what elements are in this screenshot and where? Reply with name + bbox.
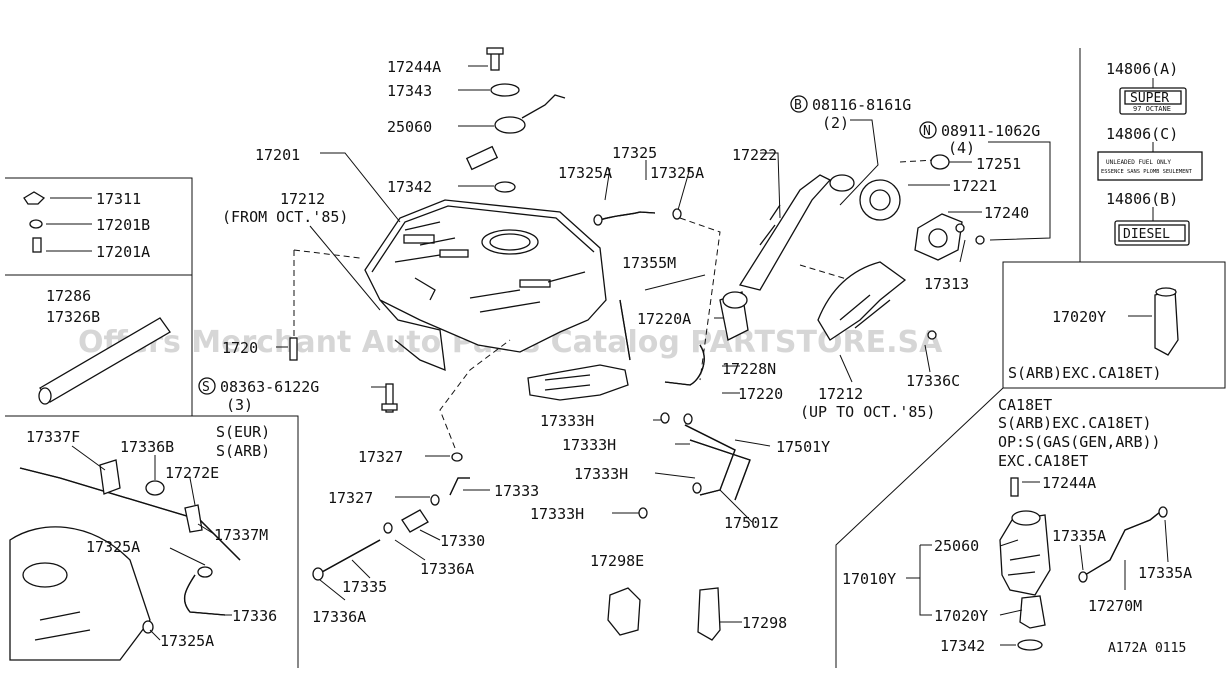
note-sarb-exc-ca18et-2: S(ARB)EXC.CA18ET) <box>998 414 1152 432</box>
label-25060-br: 25060 <box>934 537 979 555</box>
bolt-circle-icon <box>790 95 808 113</box>
leader-lines <box>276 65 1051 623</box>
note-s-arb: S(ARB) <box>216 442 270 460</box>
left-inset-parts <box>9 191 241 661</box>
label-17327-a: 17327 <box>358 448 403 466</box>
label-17270M: 17270M <box>1088 597 1142 615</box>
label-08116-8161G: 08116-8161G <box>812 96 911 114</box>
mark-b: B <box>794 98 802 113</box>
label-17212-top: 17212 <box>280 190 325 208</box>
label-17244A-top: 17244A <box>387 58 441 76</box>
sender-unit-group <box>465 47 566 193</box>
decal-texts: SUPER 97 OCTANE UNLEADED FUEL ONLY ESSEN… <box>1101 91 1193 242</box>
label-17325A-c: 17325A <box>86 538 140 556</box>
note-from-oct85: (FROM OCT.'85) <box>222 208 348 226</box>
label-17010Y: 17010Y <box>842 570 896 588</box>
label-17244A-br: 17244A <box>1042 474 1096 492</box>
decal-unleaded-line1: UNLEADED FUEL ONLY <box>1106 159 1171 166</box>
label-25060-top: 25060 <box>387 118 432 136</box>
label-17298E: 17298E <box>590 552 644 570</box>
decal-super: SUPER <box>1130 91 1169 106</box>
label-17501Z: 17501Z <box>724 514 778 532</box>
screw-circle-icon <box>198 377 216 395</box>
label-17333-a: 17333 <box>494 482 539 500</box>
label-08911-1062G: 08911-1062G <box>941 122 1040 140</box>
label-17251: 17251 <box>976 155 1021 173</box>
label-17337M: 17337M <box>214 526 268 544</box>
label-17201: 17201 <box>255 146 300 164</box>
label-17327-b: 17327 <box>328 489 373 507</box>
label-08363-6122G: 08363-6122G <box>220 378 319 396</box>
label-17272E: 17272E <box>165 464 219 482</box>
note-op-s-gas: OP:S(GAS(GEN,ARB)) <box>998 433 1161 451</box>
note-sarb-exc-ca18et: S(ARB)EXC.CA18ET) <box>1008 364 1162 382</box>
label-17336A-b: 17336A <box>312 608 366 626</box>
qty-4: (4) <box>948 139 975 157</box>
label-17333H-c: 17333H <box>574 465 628 483</box>
label-17333H-d: 17333H <box>530 505 584 523</box>
label-17333H-a: 17333H <box>540 412 594 430</box>
label-17228N: 17228N <box>722 360 776 378</box>
label-17325: 17325 <box>612 144 657 162</box>
label-17336A-a: 17336A <box>420 560 474 578</box>
label-17240: 17240 <box>984 204 1029 222</box>
label-17330: 17330 <box>440 532 485 550</box>
diagram-ref-code: A172A 0115 <box>1108 641 1186 656</box>
label-17342-br: 17342 <box>940 637 985 655</box>
label-17222: 17222 <box>732 146 777 164</box>
label-17335A-a: 17335A <box>1052 527 1106 545</box>
label-17313: 17313 <box>924 275 969 293</box>
note-s-eur: S(EUR) <box>216 423 270 441</box>
label-17501Y: 17501Y <box>776 438 830 456</box>
label-17326B: 17326B <box>46 308 100 326</box>
fuel-tank-17201 <box>364 199 607 372</box>
label-17325A-b: 17325A <box>650 164 704 182</box>
decal-super-octane: 97 OCTANE <box>1133 105 1171 113</box>
label-17325A-a: 17325A <box>558 164 612 182</box>
label-17335: 17335 <box>342 578 387 596</box>
label-17220: 17220 <box>738 385 783 403</box>
label-17355M: 17355M <box>622 254 676 272</box>
label-14806C: 14806(C) <box>1106 125 1178 143</box>
label-17336B: 17336B <box>120 438 174 456</box>
label-17335A-b: 17335A <box>1138 564 1192 582</box>
note-up-to-oct85: (UP TO OCT.'85) <box>800 403 935 421</box>
qty-2: (2) <box>822 114 849 132</box>
mark-s: S <box>202 380 210 395</box>
inset-frames <box>5 48 1226 668</box>
label-17336C: 17336C <box>906 372 960 390</box>
label-17336: 17336 <box>232 607 277 625</box>
label-17201A: 17201A <box>96 243 150 261</box>
label-14806B: 14806(B) <box>1106 190 1178 208</box>
label-17333H-b: 17333H <box>562 436 616 454</box>
label-17212-bottom: 17212 <box>818 385 863 403</box>
qty-3: (3) <box>226 396 253 414</box>
label-17343: 17343 <box>387 82 432 100</box>
label-17337F: 17337F <box>26 428 80 446</box>
note-ca18et: CA18ET <box>998 396 1052 414</box>
label-17342-top: 17342 <box>387 178 432 196</box>
label-17298: 17298 <box>742 614 787 632</box>
label-17020Y-top: 17020Y <box>1052 308 1106 326</box>
nut-circle-icon <box>919 121 937 139</box>
part-number-labels: 17244A 17343 25060 17201 17342 17212 (FR… <box>26 58 1192 656</box>
right-inset-parts <box>906 78 1203 651</box>
decal-unleaded-line2: ESSENCE SANS PLOMB SEULEMENT <box>1101 169 1193 175</box>
label-17221: 17221 <box>952 177 997 195</box>
decal-diesel: DIESEL <box>1123 227 1170 242</box>
label-17020Y-br: 17020Y <box>934 607 988 625</box>
label-17286: 17286 <box>46 287 91 305</box>
mark-n: N <box>923 124 931 139</box>
label-14806A: 14806(A) <box>1106 60 1178 78</box>
label-17311: 17311 <box>96 190 141 208</box>
hoses-and-pipes <box>289 154 985 641</box>
label-17220A: 17220A <box>637 310 691 328</box>
label-1720-partial: 1720 <box>222 339 258 357</box>
label-17325A-d: 17325A <box>160 632 214 650</box>
note-exc-ca18et: EXC.CA18ET <box>998 452 1088 470</box>
label-17201B: 17201B <box>96 216 150 234</box>
